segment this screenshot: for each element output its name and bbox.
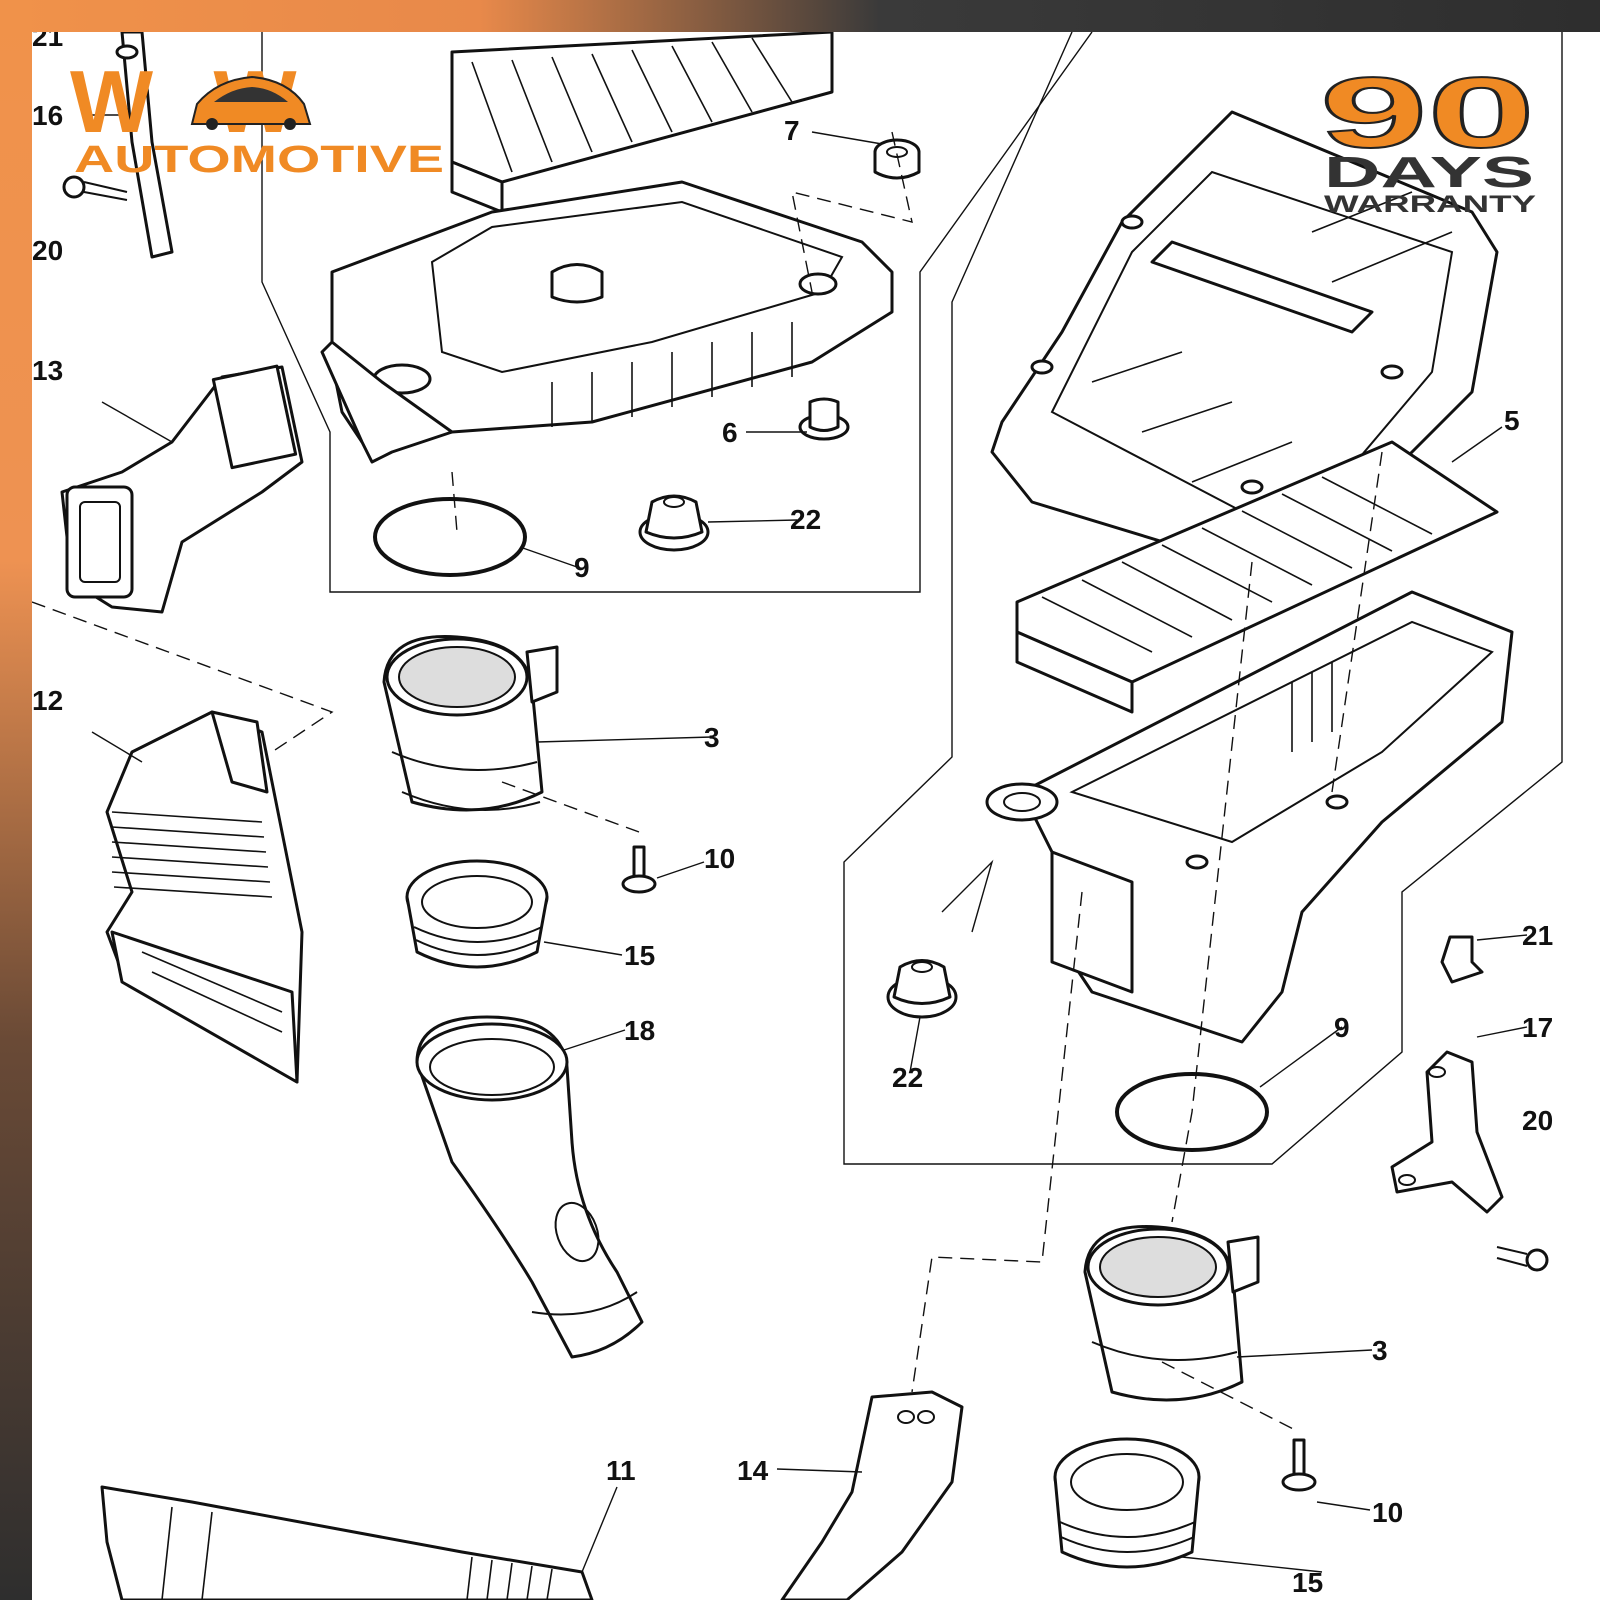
adapter-ring-15-left (405, 859, 549, 969)
bracket-17 (1390, 1050, 1504, 1214)
intake-duct-12 (105, 710, 304, 1084)
warranty-badge: 90 DAYS WARRANTY (1319, 56, 1536, 218)
callout-10-left: 10 (704, 843, 735, 874)
fastener-21-right (1440, 935, 1484, 984)
left-assembly-outline (261, 32, 1093, 593)
callout-11: 11 (606, 1455, 636, 1486)
callout-12: 12 (32, 685, 63, 716)
intake-duct-11 (100, 1485, 594, 1600)
callout-14: 14 (737, 1455, 769, 1486)
callout-9-left: 9 (574, 552, 590, 583)
o-ring-9-left (373, 497, 527, 577)
callout-17: 17 (1522, 1012, 1553, 1043)
right-assembly-outline (843, 32, 1563, 1165)
callout-16: 16 (32, 100, 63, 131)
callout-20-right: 20 (1522, 1105, 1553, 1136)
air-box-lower-housing-left (320, 180, 894, 464)
frame-top-gradient (0, 0, 1600, 32)
parts-diagram: 21 16 20 13 12 7 6 22 9 3 10 15 18 5 22 … (32, 32, 1563, 1600)
grommet-22-right (886, 959, 958, 1019)
intake-hose-18 (415, 1015, 644, 1359)
bracket-16 (115, 32, 174, 259)
car-icon (190, 75, 312, 130)
callout-20-left: 20 (32, 235, 63, 266)
callout-15-left: 15 (624, 940, 655, 971)
bolt-20-left (62, 175, 128, 201)
grommet-22-left (638, 494, 710, 552)
callout-13: 13 (32, 355, 63, 386)
warranty-days: DAYS (1324, 148, 1534, 197)
intake-duct-14 (780, 1390, 964, 1600)
air-box-lower-housing-right (985, 590, 1514, 1044)
bolt-10-left (621, 845, 657, 894)
adapter-ring-15-right (1053, 1437, 1201, 1569)
callout-7: 7 (784, 115, 800, 146)
air-filter-element-right (1015, 440, 1499, 714)
callout-6: 6 (722, 417, 738, 448)
callout-leaders (82, 114, 1528, 1573)
callout-22-left: 22 (790, 504, 821, 535)
warranty-number: 90 (1320, 57, 1535, 169)
callout-9-right: 9 (1334, 1012, 1350, 1043)
callout-10-right: 10 (1372, 1497, 1403, 1528)
logo-sub-text: AUTOMOTIVE (74, 139, 444, 181)
diagram-sheet: 21 16 20 13 12 7 6 22 9 3 10 15 18 5 22 … (32, 32, 1600, 1600)
warranty-label: WARRANTY (1324, 191, 1536, 218)
callout-18: 18 (624, 1015, 655, 1046)
callout-22-right: 22 (892, 1062, 923, 1093)
bolt-20-right (1496, 1246, 1549, 1272)
callout-3-left: 3 (704, 722, 720, 753)
grommet-7 (873, 138, 921, 180)
mass-airflow-sensor-3-left (382, 635, 559, 812)
wow-automotive-logo: W W AUTOMOTIVE (70, 52, 444, 181)
frame-left-gradient (0, 0, 32, 1600)
callout-21-right: 21 (1522, 920, 1553, 951)
callout-5: 5 (1504, 405, 1520, 436)
air-filter-element-left (450, 32, 834, 214)
callout-21-top: 21 (32, 32, 63, 52)
mass-airflow-sensor-3-right (1083, 1225, 1260, 1402)
callout-15-right: 15 (1292, 1567, 1323, 1598)
intake-duct-13 (60, 364, 304, 614)
callout-3-right: 3 (1372, 1335, 1388, 1366)
grommet-6 (798, 397, 850, 441)
bolt-10-right (1281, 1438, 1317, 1492)
